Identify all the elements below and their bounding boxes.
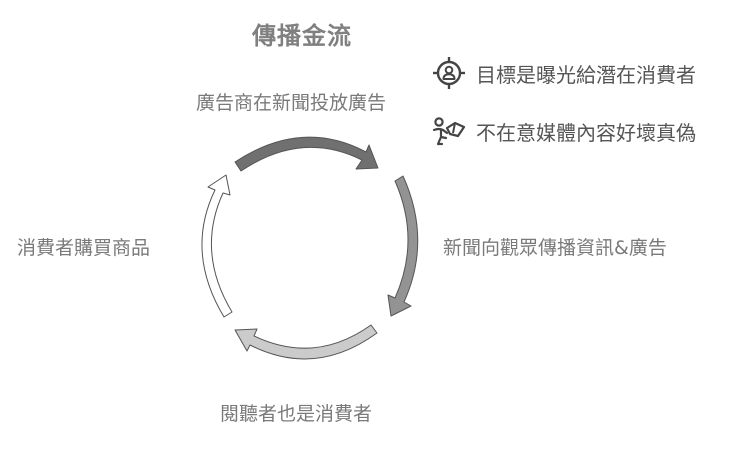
legend-item-reader: 不在意媒體內容好壞真偽	[432, 114, 696, 148]
legend-label: 不在意媒體內容好壞真偽	[476, 120, 696, 145]
legend: 目標是曝光給潛在消費者 不在意媒體內容好壞真偽	[432, 56, 696, 172]
arrow-left-icon	[201, 174, 233, 318]
arrow-top-icon	[234, 136, 379, 172]
step-label-consumer: 消費者購買商品	[17, 237, 151, 259]
arrow-right-icon	[387, 175, 419, 317]
diagram-title: 傳播金流	[252, 22, 352, 50]
legend-item-target: 目標是曝光給潛在消費者	[432, 56, 696, 90]
step-label-advertiser: 廣告商在新聞投放廣告	[196, 92, 387, 114]
legend-label: 目標是曝光給潛在消費者	[476, 62, 696, 87]
target-person-icon	[432, 56, 468, 90]
step-label-audience: 閱聽者也是消費者	[220, 403, 373, 425]
arrow-bottom-icon	[234, 324, 378, 360]
person-reading-icon	[432, 114, 468, 148]
step-label-news: 新聞向觀眾傳播資訊&廣告	[443, 237, 667, 259]
